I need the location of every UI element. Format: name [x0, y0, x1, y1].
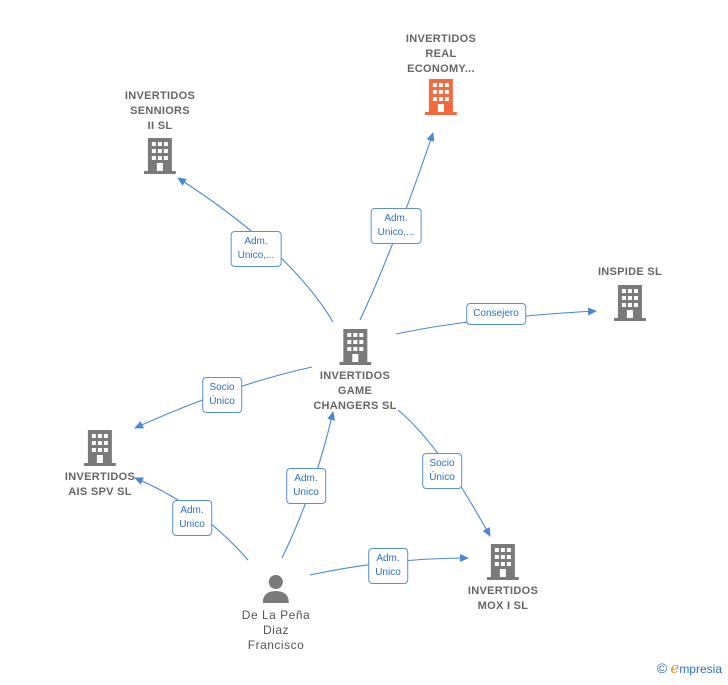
edge-label-gc-senniors[interactable]: Adm. Unico,... — [230, 231, 282, 267]
node-label: De La Peña Diaz Francisco — [241, 608, 311, 652]
edge-label-person-gc[interactable]: Adm. Unico — [286, 468, 326, 504]
building-icon — [614, 285, 646, 321]
edge-label-person-mox[interactable]: Adm. Unico — [368, 548, 408, 584]
building-icon — [143, 138, 176, 174]
person-icon — [262, 575, 289, 603]
empresia-logo: © empresia — [657, 659, 722, 677]
node-label: INVERTIDOS MOX I SL — [467, 585, 539, 612]
node-invertidos-game-changers[interactable]: INVERTIDOS GAME CHANGERS SL — [313, 329, 396, 414]
brand-e: e — [670, 659, 680, 677]
node-label: INVERTIDOS AIS SPV SL — [64, 471, 136, 498]
building-icon — [339, 329, 371, 365]
edge-label-gc-real[interactable]: Adm. Unico,... — [370, 208, 422, 244]
building-icon — [424, 79, 457, 115]
node-invertidos-ais-spv[interactable]: INVERTIDOS AIS SPV SL — [65, 430, 135, 500]
edge-label-gc-ais[interactable]: Socio Único — [202, 377, 242, 413]
node-invertidos-senniors[interactable]: INVERTIDOS SENNIORS II SL — [125, 89, 195, 174]
brand-name: mpresia — [679, 662, 722, 676]
node-person-de-la-pena[interactable]: De La Peña Diaz Francisco — [242, 573, 310, 653]
copyright-symbol: © — [656, 660, 668, 676]
edge-label-gc-inspide[interactable]: Consejero — [466, 303, 526, 325]
node-label: INVERTIDOS REAL ECONOMY... — [405, 33, 477, 75]
node-invertidos-real-economy[interactable]: INVERTIDOS REAL ECONOMY... — [406, 32, 476, 115]
building-icon — [486, 544, 519, 580]
building-icon — [83, 430, 116, 466]
edge-label-person-ais[interactable]: Adm. Unico — [172, 500, 212, 536]
node-invertidos-mox[interactable]: INVERTIDOS MOX I SL — [468, 544, 538, 614]
node-inspide[interactable]: INSPIDE SL — [598, 265, 662, 321]
edge-label-gc-mox[interactable]: Socio Único — [422, 453, 462, 489]
node-label: INVERTIDOS SENNIORS II SL — [124, 90, 196, 132]
node-label: INSPIDE SL — [597, 266, 663, 278]
node-label: INVERTIDOS GAME CHANGERS SL — [313, 370, 397, 412]
